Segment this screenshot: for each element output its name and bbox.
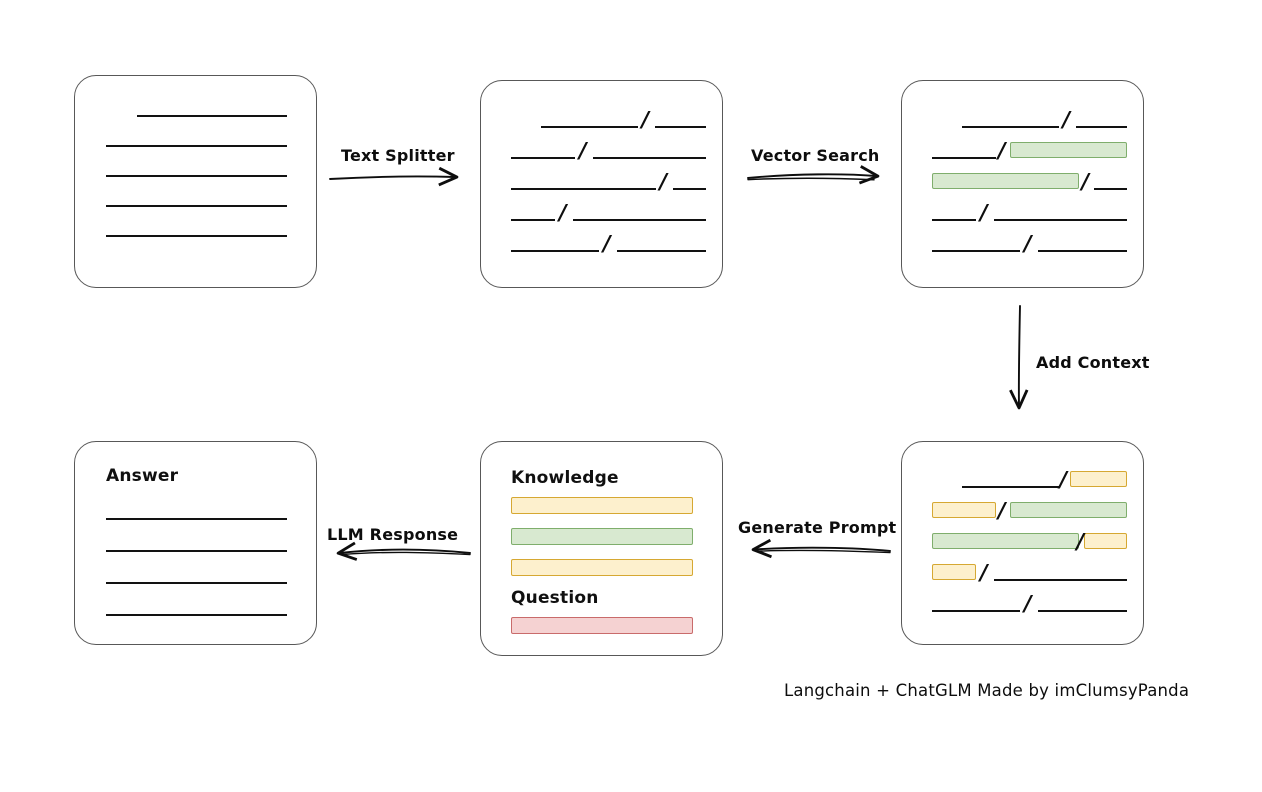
text-line	[593, 157, 706, 159]
chunk-separator-slash: /	[641, 107, 650, 132]
edge-llm-response-arrow	[336, 541, 471, 561]
text-line	[106, 550, 287, 552]
highlight-chip-yellow	[1084, 533, 1127, 549]
highlight-chip-green	[1010, 142, 1127, 158]
text-line	[511, 250, 599, 252]
text-line	[994, 219, 1127, 221]
node-source-document[interactable]	[74, 75, 317, 288]
prompt-bar-yellow	[511, 497, 693, 514]
text-line	[106, 175, 287, 177]
chunk-separator-slash: /	[559, 200, 567, 225]
chunk-separator-slash: /	[980, 560, 988, 585]
chunk-separator-slash: /	[1076, 529, 1085, 554]
text-line	[655, 126, 706, 128]
prompt-bar-red	[511, 617, 693, 634]
prompt-bar-yellow	[511, 559, 693, 576]
prompt-bar-green	[511, 528, 693, 545]
text-line	[1038, 250, 1127, 252]
text-line	[137, 115, 287, 117]
edge-vector-search-arrow	[747, 165, 880, 185]
text-line	[962, 126, 1059, 128]
chunk-separator-slash: /	[579, 138, 587, 163]
text-line	[962, 486, 1059, 488]
text-line	[106, 614, 287, 616]
edge-add-context-arrow	[1009, 305, 1029, 410]
chunk-separator-slash: /	[998, 498, 1006, 523]
edge-text-splitter-arrow	[329, 166, 459, 187]
text-line	[511, 157, 575, 159]
text-line	[994, 579, 1127, 581]
node-context-chunks[interactable]: / / / / /	[901, 441, 1144, 645]
highlight-chip-green	[1010, 502, 1127, 518]
text-line	[932, 250, 1020, 252]
prompt-heading-question: Question	[511, 588, 599, 608]
node-vector-search-matches[interactable]: / / / / /	[901, 80, 1144, 288]
text-line	[1076, 126, 1127, 128]
chunk-separator-slash: /	[1024, 591, 1032, 616]
text-line	[573, 219, 706, 221]
highlight-chip-yellow	[1070, 471, 1127, 487]
text-line	[106, 235, 287, 237]
chunk-separator-slash: /	[1059, 467, 1068, 492]
text-line	[511, 188, 656, 190]
highlight-chip-green	[932, 533, 1079, 549]
highlight-chip-yellow	[932, 502, 996, 518]
chunk-separator-slash: /	[998, 138, 1006, 163]
text-line	[106, 582, 287, 584]
text-line	[1094, 188, 1127, 190]
chunk-separator-slash: /	[659, 169, 668, 194]
chunk-separator-slash: /	[1024, 231, 1032, 256]
edge-label-vector-search: Vector Search	[751, 146, 880, 165]
text-line	[1038, 610, 1127, 612]
text-line	[106, 205, 287, 207]
chunk-separator-slash: /	[980, 200, 988, 225]
text-line	[106, 518, 287, 520]
chunk-separator-slash: /	[1062, 107, 1071, 132]
prompt-heading-knowledge: Knowledge	[511, 468, 619, 488]
node-split-chunks[interactable]: / / / / /	[480, 80, 723, 288]
edge-label-add-context: Add Context	[1036, 353, 1150, 372]
edge-label-llm-response: LLM Response	[327, 525, 459, 544]
chunk-separator-slash: /	[603, 231, 611, 256]
text-line	[617, 250, 706, 252]
answer-title: Answer	[106, 466, 179, 486]
text-line	[106, 145, 287, 147]
highlight-chip-yellow	[932, 564, 976, 580]
chunk-separator-slash: /	[1081, 169, 1090, 194]
text-line	[932, 219, 976, 221]
edge-generate-prompt-arrow	[751, 538, 891, 559]
text-line	[673, 188, 706, 190]
highlight-chip-green	[932, 173, 1079, 189]
node-answer[interactable]: Answer	[74, 441, 317, 645]
text-line	[932, 610, 1020, 612]
text-line	[541, 126, 638, 128]
edge-label-generate-prompt: Generate Prompt	[738, 518, 897, 537]
edge-label-text-splitter: Text Splitter	[341, 146, 455, 165]
text-line	[511, 219, 555, 221]
text-line	[932, 157, 996, 159]
footer-credit: Langchain + ChatGLM Made by imClumsyPand…	[784, 681, 1190, 700]
